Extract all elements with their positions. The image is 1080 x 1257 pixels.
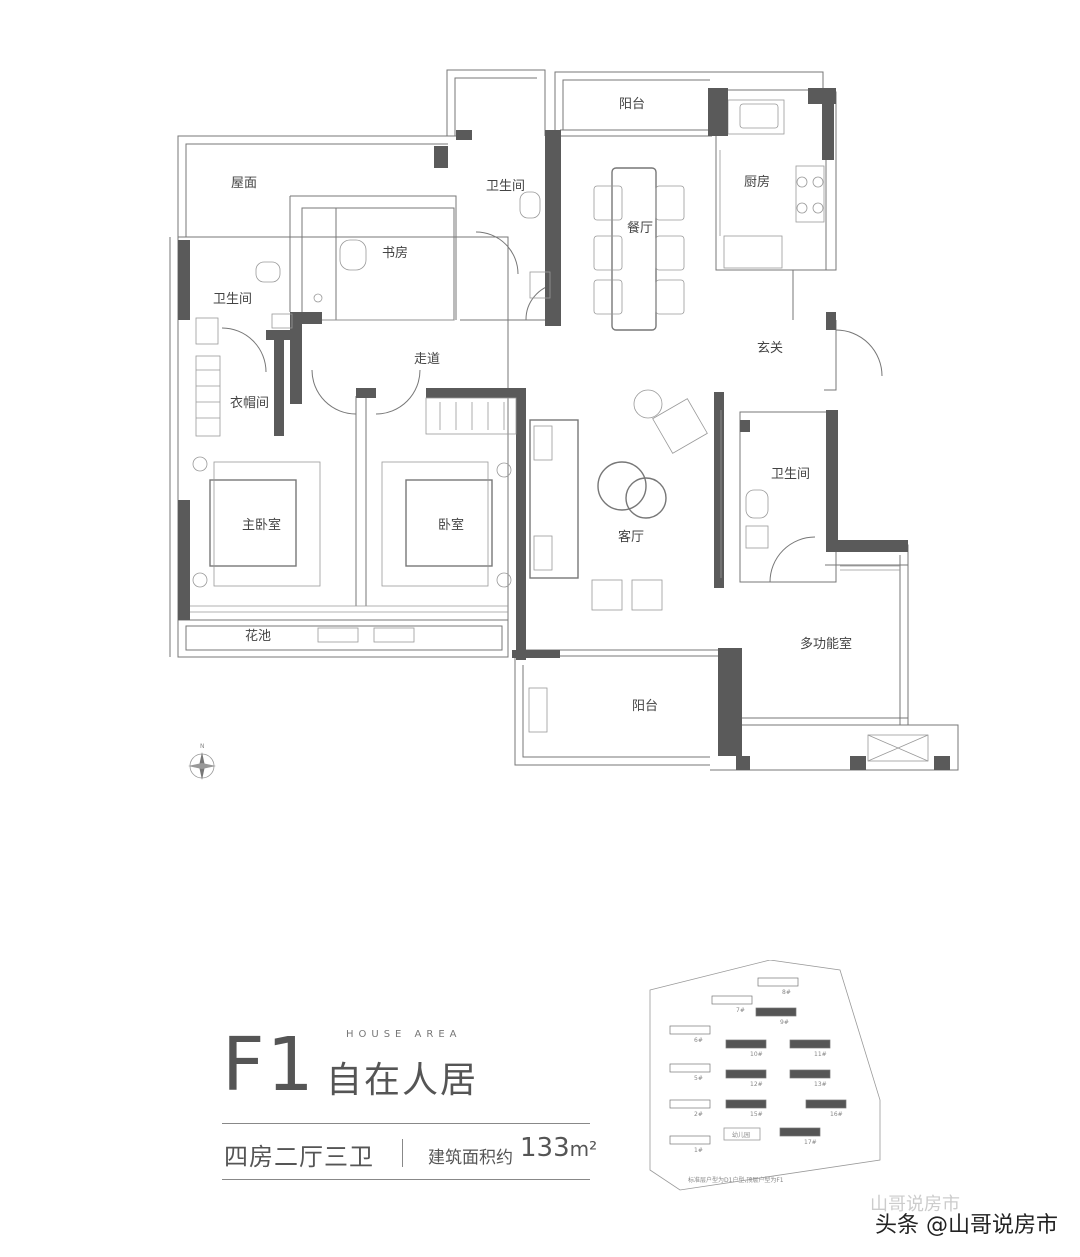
kindergarten-label: 幼儿园 [732,1131,750,1139]
room-label-corridor: 走道 [414,352,440,367]
site-building-label: 8# [782,989,791,996]
site-building [789,1069,831,1079]
site-building [779,1127,821,1137]
site-building-label: 11# [814,1051,827,1058]
site-note: 标准层户型为D1户型,顶层户型为F1 [688,1176,784,1184]
room-labels: 阳台 屋面 卫生间 餐厅 厨房 书房 卫生间 走道 玄关 衣帽间 主卧室 卧室 … [213,97,852,714]
plan-walls [178,88,950,770]
area-value-group: 133m² [520,1133,597,1163]
site-building [669,1025,711,1035]
watermark: 头条 @山哥说房市 [875,1213,1058,1238]
site-building-label: 9# [780,1019,789,1026]
house-area-label: HOUSE AREA [346,1029,462,1040]
area-label: 建筑面积约 [428,1148,513,1168]
site-buildings: 8# 7# 9# 6# 10# 11# 5# 12# 13# 2# 15# 16# 1# 17# [669,977,847,1154]
room-label-walkin: 衣帽间 [230,395,269,411]
rule-top [222,1123,590,1124]
site-building-label: 12# [750,1081,763,1088]
compass-icon: N [188,743,216,780]
site-building-label: 10# [750,1051,763,1058]
site-building-label: 13# [814,1081,827,1088]
site-building-label: 6# [694,1037,703,1044]
site-map: 8#7#9#6#10#11#5#12#13#2#15#16#1#17# 幼儿园 … [649,960,881,1191]
room-label-bath-top: 卫生间 [486,179,525,194]
site-building-label: 15# [750,1111,763,1118]
site-building [711,995,753,1005]
room-label-planter: 花池 [245,628,271,644]
site-building-label: 16# [830,1111,843,1118]
room-label-balcony-bottom: 阳台 [632,699,658,714]
site-building [669,1099,711,1109]
room-label-kitchen: 厨房 [744,174,770,190]
room-label-master: 主卧室 [242,517,281,533]
rule-bottom [222,1179,590,1180]
room-label-multi: 多功能室 [800,636,852,652]
site-building [805,1099,847,1109]
room-label-entrance: 玄关 [757,341,783,356]
room-label-balcony-top: 阳台 [619,97,645,112]
room-label-living: 客厅 [618,529,644,545]
site-building-label: 1# [694,1147,703,1154]
site-building [669,1063,711,1073]
site-building-label: 7# [736,1007,745,1014]
room-label-roof: 屋面 [231,176,257,191]
model-code: F1 [222,1022,316,1108]
slogan: 自在人居 [326,1060,479,1101]
plan-furniture [192,103,900,611]
site-building [757,977,799,987]
room-label-bedroom: 卧室 [438,517,464,533]
compass-north-label: N [200,743,205,750]
room-label-bath-left: 卫生间 [213,292,252,307]
area-value: 133 [520,1133,570,1163]
area-unit: m² [569,1137,598,1161]
site-building-label: 2# [694,1111,703,1118]
site-building [669,1135,711,1145]
site-building [789,1039,831,1049]
room-label-bath-right: 卫生间 [771,467,810,482]
site-building [725,1039,767,1049]
watermark-faint: 山哥说房市 [870,1194,960,1215]
room-label-dining: 餐厅 [627,220,653,236]
title-block: F1 HOUSE AREA 自在人居 四房二厅三卫 建筑面积约 133m² [222,1025,602,1185]
site-building-label: 5# [694,1075,703,1082]
floor-plan: N 阳台 屋面 卫生间 餐厅 厨房 书房 卫生间 走道 玄关 衣帽间 主卧室 卧… [169,69,959,780]
rooms-summary: 四房二厅三卫 [224,1143,374,1171]
site-building [725,1099,767,1109]
site-building [755,1007,797,1017]
site-building-label: 17# [804,1139,817,1146]
site-building [725,1069,767,1079]
room-label-study: 书房 [382,245,408,261]
divider [402,1139,403,1167]
